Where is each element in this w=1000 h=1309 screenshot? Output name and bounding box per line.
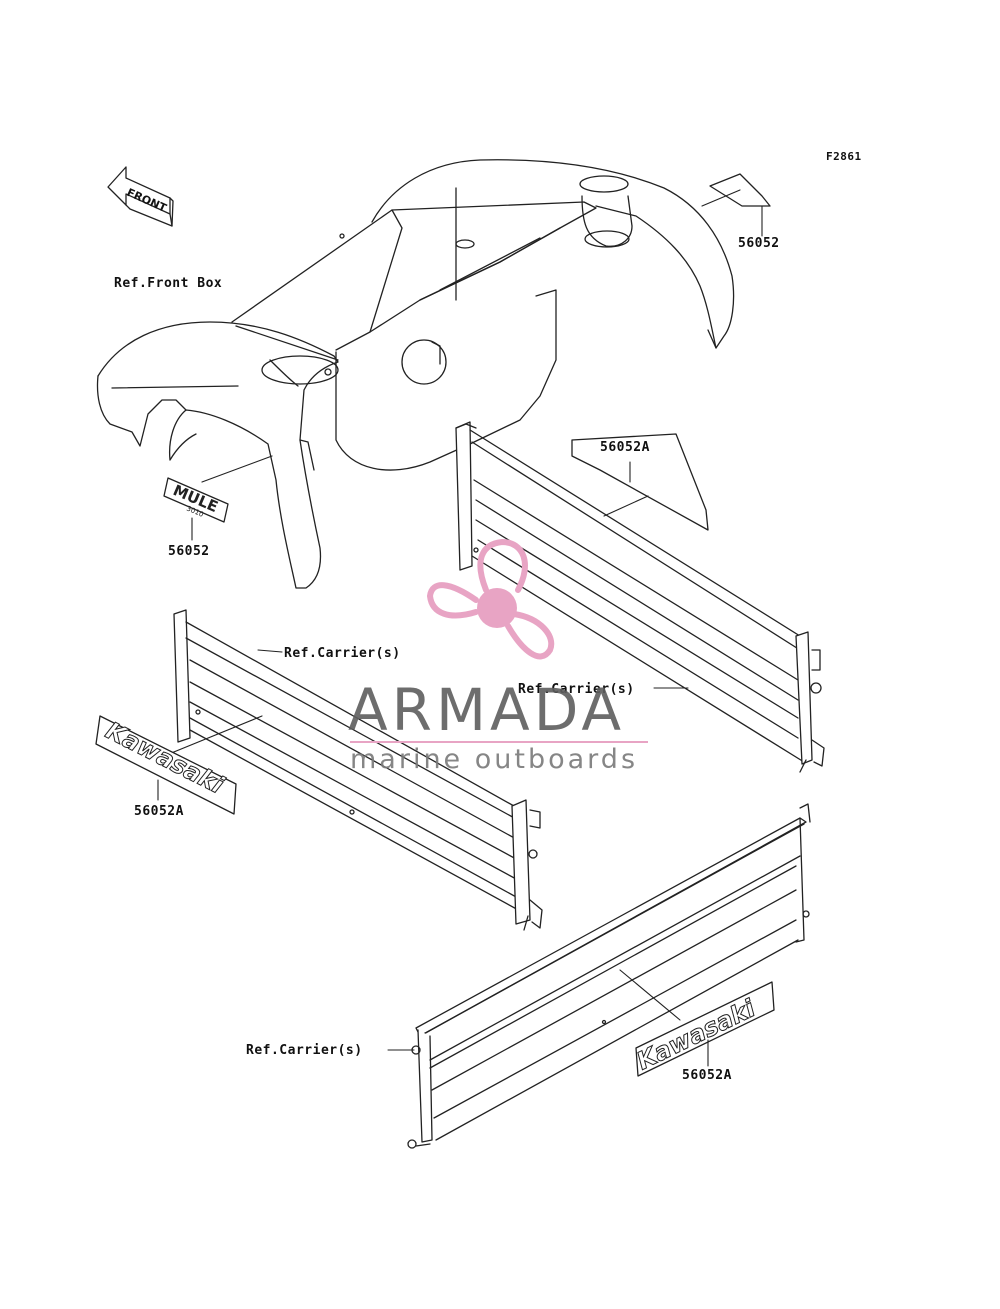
decal-56052-top [701, 173, 771, 237]
callout-56052-top: 56052 [738, 236, 780, 251]
callout-ref-carrier-bottom: Ref.Carrier(s) [246, 1043, 363, 1058]
decal-mule: MULE 3010 [163, 477, 229, 541]
front-box-assembly [96, 159, 735, 589]
carrier-panel-left [95, 609, 543, 931]
armada-propeller-logo [426, 538, 555, 660]
callout-56052a-top: 56052A [600, 440, 650, 455]
figure-id: F2861 [826, 150, 862, 163]
callout-ref-front-box: Ref.Front Box [114, 276, 223, 291]
carrier-panel-upper-right [455, 421, 825, 773]
kawasaki-decal-bottom: Kawasaki [632, 994, 760, 1076]
callout-ref-carrier-right: Ref.Carrier(s) [518, 682, 635, 697]
callout-56052-left: 56052 [168, 544, 210, 559]
watermark-subtitle: marine outboards [350, 744, 639, 775]
callout-56052a-left: 56052A [134, 804, 184, 819]
callout-ref-carrier-left: Ref.Carrier(s) [284, 646, 401, 661]
carrier-tailgate-bottom [387, 803, 811, 1149]
watermark-title: ARMADA [348, 676, 626, 744]
front-arrow-icon: FRONT [107, 166, 174, 227]
callout-56052a-bottom: 56052A [682, 1068, 732, 1083]
